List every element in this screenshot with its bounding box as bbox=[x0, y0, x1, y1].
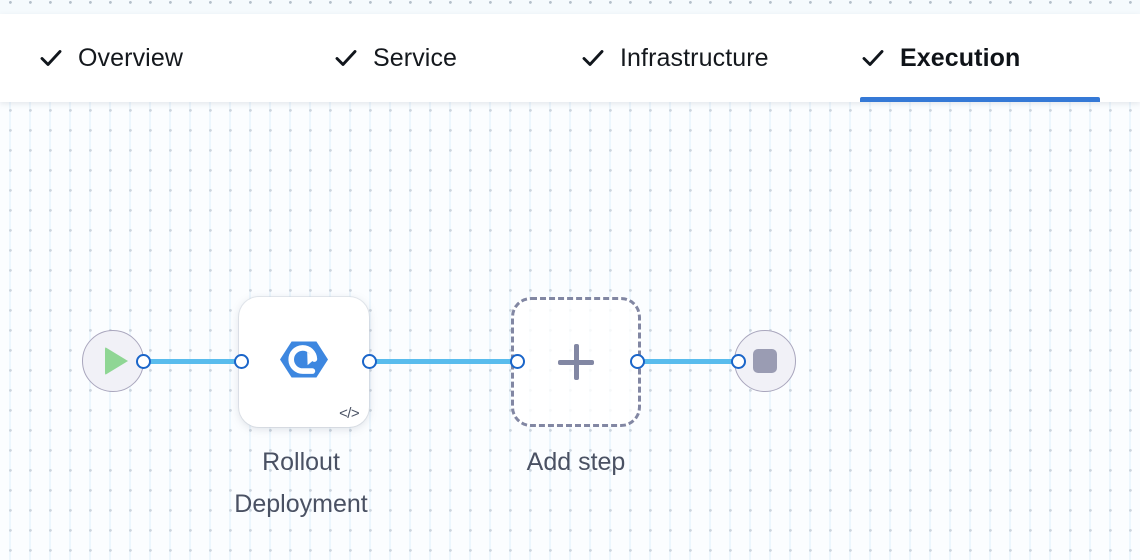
check-icon bbox=[860, 45, 886, 71]
connector-rollout-to-add[interactable] bbox=[369, 359, 517, 364]
rollout-deployment-icon bbox=[278, 334, 330, 391]
tab-overview[interactable]: Overview bbox=[38, 14, 210, 102]
tab-label: Infrastructure bbox=[620, 43, 769, 72]
pipeline-end-node[interactable] bbox=[734, 330, 796, 392]
port-rollout-out[interactable] bbox=[362, 354, 377, 369]
node-label-rollout-deployment: Rollout Deployment bbox=[234, 448, 368, 518]
tab-service[interactable]: Service bbox=[333, 14, 478, 102]
port-add-out[interactable] bbox=[630, 354, 645, 369]
node-label-add-step: Add step bbox=[526, 448, 626, 476]
pipeline-stage[interactable]: </> Rollout Deployment Add step bbox=[0, 102, 1140, 560]
port-start-out[interactable] bbox=[136, 354, 151, 369]
connector-start-to-rollout[interactable] bbox=[143, 359, 243, 364]
check-icon bbox=[580, 45, 606, 71]
tab-label: Execution bbox=[900, 43, 1021, 72]
stop-icon bbox=[753, 349, 777, 373]
pipeline-start-node[interactable] bbox=[82, 330, 144, 392]
tab-label: Overview bbox=[78, 43, 183, 72]
wizard-tabbar: Overview Service Infrastructure Execution bbox=[0, 14, 1140, 102]
play-icon bbox=[104, 347, 128, 375]
active-tab-underline bbox=[860, 97, 1100, 102]
port-end-in[interactable] bbox=[731, 354, 746, 369]
tab-infrastructure[interactable]: Infrastructure bbox=[580, 14, 804, 102]
tab-execution[interactable]: Execution bbox=[860, 14, 1100, 102]
tab-label: Service bbox=[373, 43, 458, 72]
code-icon[interactable]: </> bbox=[339, 405, 359, 422]
plus-icon bbox=[558, 344, 594, 380]
wizard-tabs: Overview Service Infrastructure Execution bbox=[0, 14, 1140, 102]
add-step-node[interactable] bbox=[511, 297, 641, 427]
canvas-top-strip bbox=[0, 0, 1140, 14]
port-rollout-in[interactable] bbox=[234, 354, 249, 369]
port-add-in[interactable] bbox=[510, 354, 525, 369]
pipeline-step-node[interactable]: </> bbox=[239, 297, 369, 427]
check-icon bbox=[333, 45, 359, 71]
connector-add-to-end[interactable] bbox=[637, 359, 738, 364]
check-icon bbox=[38, 45, 64, 71]
